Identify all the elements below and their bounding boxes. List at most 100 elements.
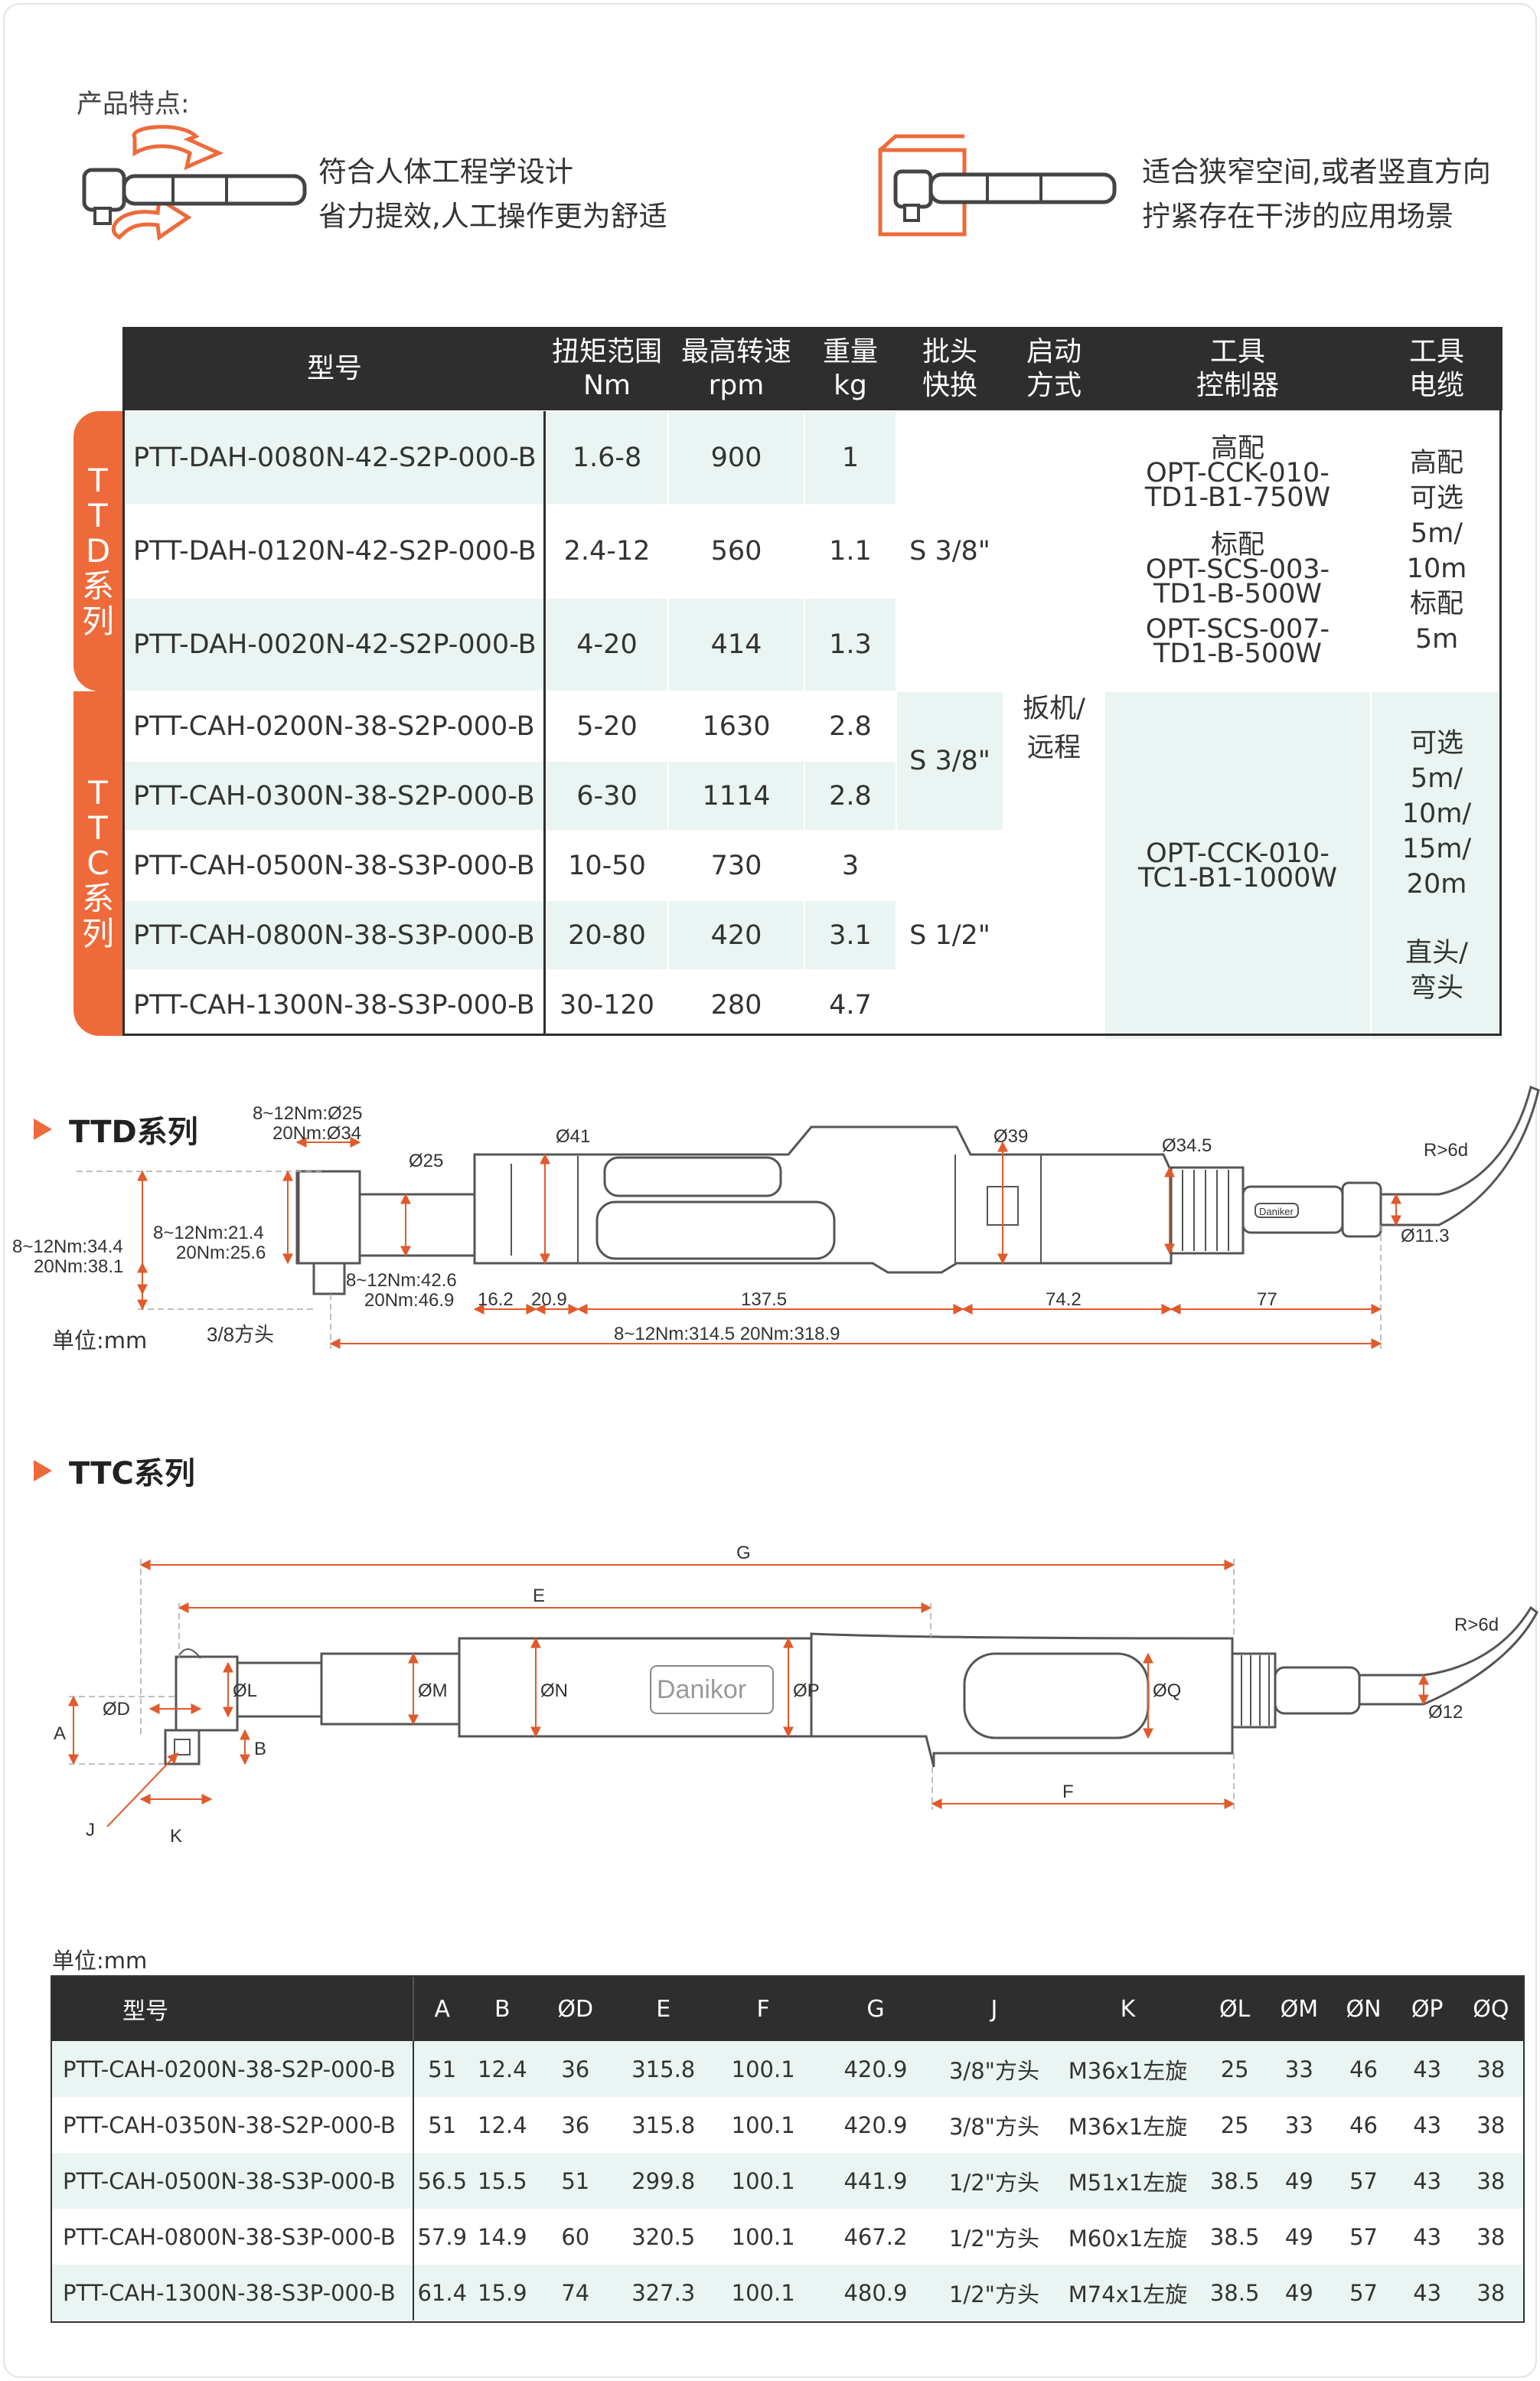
header-bit: 批头快换 [896,327,1003,411]
cell-torque: 4-20 [545,597,669,692]
triangle-bullet-icon [34,1460,52,1481]
dim-cell: 1/2"方头 [948,2225,1039,2252]
dim-header-cell: ØP [1395,1977,1459,2041]
dim-cell: 38 [1476,2223,1506,2250]
dim-cell-model: PTT-CAH-0350N-38-S2P-000-B [52,2097,415,2153]
dim-cell-model: PTT-CAH-0500N-38-S3P-000-B [52,2153,415,2209]
cell-controller-ttc: OPT-CCK-010-TC1-B1-1000W [1104,691,1372,1040]
ttc-dim-B: B [254,1739,266,1759]
dim-cell: 38 [1458,2041,1523,2097]
dim-cell: 100.1 [731,2112,795,2138]
ttc-dim-M: ØM [418,1680,448,1701]
dim-cell: M51x1左旋 [1052,2153,1203,2209]
ttc-dim-d12: Ø12 [1428,1702,1463,1723]
dim-header-cell: K [1052,1977,1203,2041]
dim-header-row: 型号 A B ØD E F G J K ØL ØM ØN ØP ØQ [52,1977,1523,2041]
feature-ergonomic-line1: 符合人体工程学设计 [318,155,573,188]
dim-cell: 36 [534,2041,617,2097]
ttc-dim-G: G [736,1543,751,1563]
feature-ergonomic-text: 符合人体工程学设计 省力提效,人工操作更为舒适 [318,150,667,239]
ttd-dim-head-dia-2: 20Nm:Ø34 [272,1123,361,1144]
cell-speed: 414 [667,597,805,692]
dim-cell: 25 [1202,2041,1268,2097]
ttc-dim-N: ØN [540,1680,568,1701]
dim-cell: 1/2"方头 [935,2153,1053,2209]
dim-cell: 51 [428,2112,457,2138]
cell-speed: 560 [667,504,805,599]
cell-controller-ttd: 高配 OPT-CCK-010- TD1-B1-750W 标配 OPT-SCS-0… [1104,410,1372,692]
ttc-dim-J: J [86,1820,95,1840]
dim-cell: 1/2"方头 [935,2265,1053,2321]
ttc-dim-Q: ØQ [1153,1680,1181,1701]
dim-cell-model: PTT-CAH-0200N-38-S2P-000-B [52,2041,415,2097]
dim-cell: 327.3 [616,2265,711,2321]
dim-header-cell: ØL [1202,1977,1268,2041]
ttd-dim-d345: Ø34.5 [1162,1135,1212,1156]
dim-cell: 60 [561,2223,590,2250]
dim-cell: 467.2 [843,2223,908,2250]
cell-model: PTT-DAH-0080N-42-S2P-000-B [122,410,547,505]
ttc-dim-F: F [1062,1782,1074,1802]
dim-cell: 12.4 [470,2041,535,2097]
series-ttd-char: 列 [81,603,114,640]
ttd-dim-l77: 77 [1257,1289,1277,1310]
dim-cell: 3/8"方头 [948,2113,1039,2140]
dim-cell: M74x1左旋 [1052,2265,1203,2321]
feature-narrow-line2: 拧紧存在干涉的应用场景 [1142,200,1454,233]
cell-speed: 730 [667,830,805,901]
dim-cell: 74 [534,2265,617,2321]
dim-cell: 43 [1413,2223,1442,2250]
ttd-section-heading: TTD系列 [34,1107,198,1151]
ttc-dim-A: A [54,1723,66,1744]
dim-cell: 49 [1267,2265,1332,2321]
series-ttd-char: D [85,532,111,570]
dim-header-cell: F [710,1977,816,2041]
cell-speed: 1630 [667,691,805,762]
series-tab-ttc: T T C 系 列 [73,691,122,1036]
series-ttc-char: 系 [81,880,114,917]
cell-speed: 900 [667,410,805,505]
ttd-dim-sq-2: 20Nm:46.9 [364,1290,454,1311]
table-row: PTT-DAH-0020N-42-S2P-000-B 4-20 414 1.3 [122,597,1502,692]
dim-header-cell: B [470,1977,535,2041]
series-ttd-char: T [88,497,108,534]
cell-torque: 6-30 [545,760,669,831]
ttd-dim-total: 8~12Nm:314.5 20Nm:318.9 [614,1324,840,1344]
dim-cell: M60x1左旋 [1068,2225,1188,2252]
dim-cell: 320.5 [631,2223,696,2250]
cell-model: PTT-CAH-0200N-38-S2P-000-B [122,691,547,762]
dim-cell: 46 [1349,2112,1378,2138]
dim-cell: 38 [1458,2153,1523,2209]
cell-model: PTT-CAH-0500N-38-S3P-000-B [122,830,547,901]
cell-bit-ttc-b: S 1/2" [896,830,1004,1040]
series-ttd-char: T [88,462,108,499]
dim-cell: 49 [1267,2153,1332,2209]
table-row: PTT-CAH-1300N-38-S3P-000-B 30-120 280 4.… [122,969,1502,1040]
feature-narrow-space-text: 适合狭窄空间,或者竖直方向 拧紧存在干涉的应用场景 [1142,150,1491,239]
cell-speed: 420 [667,900,805,971]
ttc-dimension-drawing: Danikor G E F A B [54,1543,1538,1847]
series-ttc-char: T [88,809,108,847]
dim-cell: 480.9 [815,2265,935,2321]
cell-torque: 20-80 [545,900,669,971]
dim-table-border [51,1975,1525,2323]
table-row: PTT-CAH-0200N-38-S2P-000-B 5-20 1630 2.8… [122,691,1503,1040]
cell-torque: 2.4-12 [545,504,669,599]
dim-header-cell: G [815,1977,935,2041]
feature-narrow-line1: 适合狭窄空间,或者竖直方向 [1142,155,1491,188]
dim-header-cell: ØQ [1458,1977,1523,2041]
header-cable: 工具电缆 [1371,327,1502,411]
dim-cell: 57 [1331,2153,1396,2209]
dim-cell: 441.9 [815,2153,935,2209]
cell-weight: 3 [804,830,897,901]
ttd-dim-d113: Ø11.3 [1401,1226,1450,1246]
dim-cell: 315.8 [631,2112,696,2138]
